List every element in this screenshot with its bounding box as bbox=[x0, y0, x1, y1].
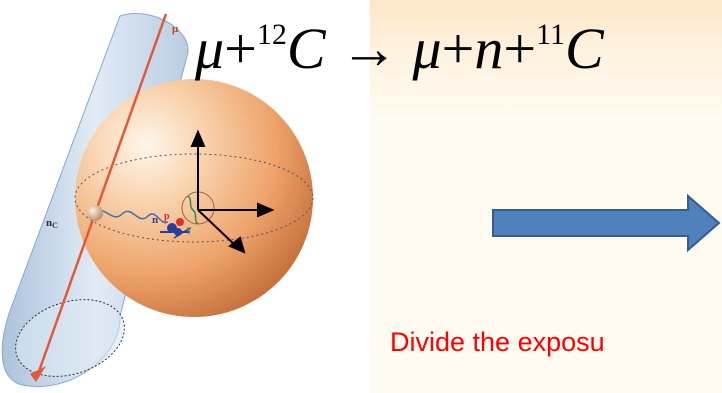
gamma-ray bbox=[187, 195, 199, 225]
neutron-symbol: n bbox=[474, 16, 504, 81]
coordinate-axes bbox=[190, 129, 275, 254]
track-label-main: n bbox=[46, 217, 52, 229]
muon-track bbox=[30, 13, 168, 382]
caption-text: Divide the exposu bbox=[390, 327, 605, 357]
muon-symbol: μ bbox=[195, 16, 225, 81]
particle-cluster bbox=[160, 218, 191, 239]
track-label: nC bbox=[46, 217, 58, 230]
neutron-label: n bbox=[152, 214, 158, 226]
background-panel bbox=[370, 0, 722, 393]
plus-sign: + bbox=[503, 16, 537, 81]
plus-sign: + bbox=[441, 16, 475, 81]
equation-text: μ+12C → μ+n+11C bbox=[195, 20, 604, 78]
detector-diagram: μ nC n p γ bbox=[1, 13, 314, 387]
neutron-path bbox=[87, 205, 169, 224]
reaction-equation: μ+12C → μ+n+11C bbox=[195, 8, 715, 108]
plus-sign: + bbox=[224, 16, 257, 81]
muon-label: μ bbox=[172, 23, 179, 35]
right-arrow-icon bbox=[492, 193, 721, 253]
mass-number-11: 11 bbox=[536, 18, 565, 51]
proton-label: p bbox=[164, 211, 170, 222]
carbon-symbol-product: C bbox=[564, 16, 604, 81]
carbon-symbol: C bbox=[286, 16, 326, 81]
mass-number-12: 12 bbox=[256, 18, 287, 51]
reaction-arrow: → bbox=[340, 16, 399, 81]
muon-symbol-product: μ bbox=[412, 16, 442, 81]
track-label-sub: C bbox=[52, 221, 58, 230]
detector-sphere bbox=[74, 79, 314, 317]
gamma-label: γ bbox=[186, 224, 192, 235]
